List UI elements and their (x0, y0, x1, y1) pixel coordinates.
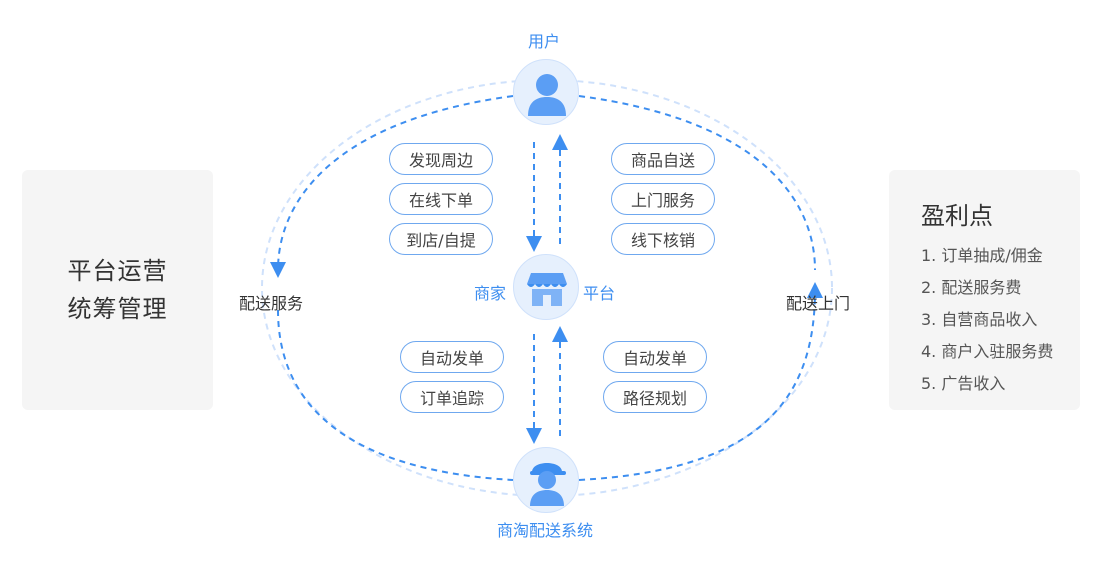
profit-item: 1. 订单抽成/佣金 (921, 246, 1043, 265)
operations-panel: 平台运营 统筹管理 (22, 170, 213, 410)
user-icon (528, 74, 566, 116)
upper-right-pill: 商品自送 (611, 143, 715, 175)
upper-left-pill: 到店/自提 (389, 223, 493, 255)
loop-label-left: 配送服务 (239, 294, 304, 313)
profit-item: 4. 商户入驻服务费 (921, 342, 1054, 361)
store-icon (527, 273, 567, 306)
upper-right-pill: 上门服务 (611, 183, 715, 215)
lower-left-pill: 自动发单 (400, 341, 504, 373)
lower-left-pill: 订单追踪 (400, 381, 504, 413)
delivery-label: 商淘配送系统 (497, 521, 594, 540)
main-loop-top (578, 95, 816, 271)
loop-label-right: 配送上门 (786, 294, 851, 313)
profit-item: 2. 配送服务费 (921, 278, 1022, 297)
main-loop-top-left (270, 95, 514, 278)
profit-title: 盈利点 (921, 202, 993, 230)
upper-right-pill: 线下核销 (611, 223, 715, 255)
upper-left-pill: 发现周边 (389, 143, 493, 175)
user-node (513, 59, 579, 125)
lower-right-pill: 路径规划 (603, 381, 707, 413)
main-loop-bottom-left (277, 309, 514, 481)
upper-left-pill: 在线下单 (389, 183, 493, 215)
profit-list: 1. 订单抽成/佣金 2. 配送服务费 3. 自营商品收入 4. 商户入驻服务费… (921, 240, 1053, 400)
profit-item: 5. 广告收入 (921, 374, 1006, 393)
delivery-node (513, 447, 579, 513)
main-loop-bottom-right (578, 282, 823, 481)
platform-node (513, 254, 579, 320)
lower-right-pill: 自动发单 (603, 341, 707, 373)
operations-title-line2: 统筹管理 (67, 295, 168, 323)
merchant-label: 商家 (474, 284, 507, 303)
profit-panel: 盈利点 1. 订单抽成/佣金 2. 配送服务费 3. 自营商品收入 4. 商户入… (889, 170, 1080, 410)
courier-icon (530, 463, 566, 506)
operations-title-line1: 平台运营 (67, 257, 168, 285)
user-label: 用户 (528, 32, 561, 51)
profit-item: 3. 自营商品收入 (921, 310, 1038, 329)
platform-label: 平台 (583, 284, 616, 303)
